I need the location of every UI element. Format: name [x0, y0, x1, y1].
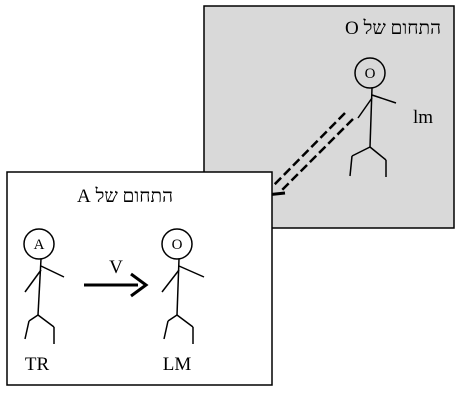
lm-label: lm: [413, 107, 433, 128]
tr-caps-label: TR: [25, 354, 50, 375]
panel-a: התחום של A A V: [6, 171, 273, 386]
figure-head: [354, 57, 386, 89]
verb-label: V: [109, 257, 123, 278]
panel-o-title: התחום של O: [345, 18, 441, 39]
arrowhead-icon: [130, 272, 149, 298]
panel-a-title: התחום של A: [77, 186, 173, 207]
stick-figure-o-small: [161, 228, 205, 344]
figure-head: [161, 228, 193, 260]
figure-o-small-letter: O: [172, 237, 183, 253]
lm-caps-label: LM: [163, 354, 192, 375]
figure-o-letter: O: [365, 66, 376, 82]
stick-figure-o: [349, 57, 397, 177]
solid-arrow: [84, 272, 149, 298]
stick-figure-a: [23, 228, 65, 344]
figure-a-letter: A: [34, 237, 45, 253]
figure-head: [23, 228, 55, 260]
